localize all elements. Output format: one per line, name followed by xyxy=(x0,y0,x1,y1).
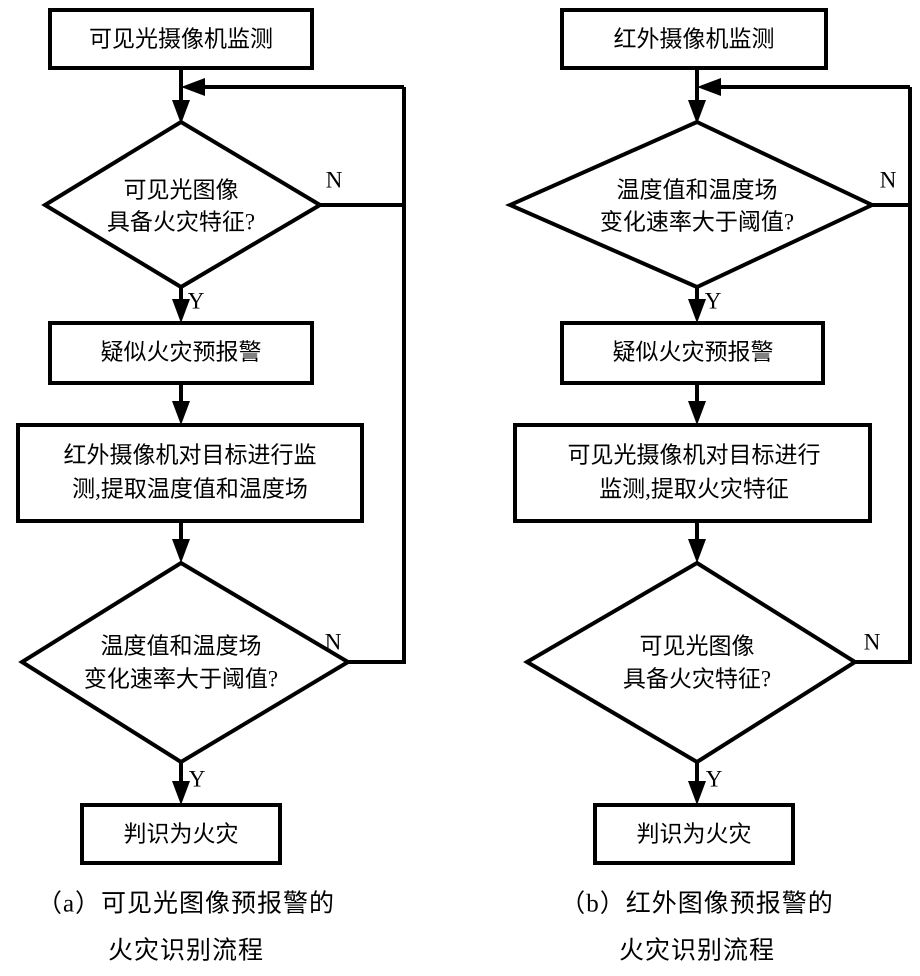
node-b-alarm-label: 疑似火灾预报警 xyxy=(613,339,774,364)
edge-a-extract-to-dec2 xyxy=(172,521,190,563)
node-b-decision-1[interactable]: 温度值和温度场 变化速率大于阈值? xyxy=(505,119,877,290)
node-b-end-label: 判识为火灾 xyxy=(637,821,752,846)
arrowhead-icon xyxy=(172,539,190,563)
arrowhead-icon xyxy=(688,100,706,124)
arrowhead-icon xyxy=(688,781,706,805)
branch-label-b-dec2-yes: Y xyxy=(706,766,723,791)
edge-a-feedback-return xyxy=(181,78,406,662)
branch-label-b-dec2-no: N xyxy=(864,629,881,654)
node-a-extract[interactable]: 红外摄像机对目标进行监 测,提取温度值和温度场 xyxy=(16,423,364,523)
edge-b-dec2-to-end xyxy=(688,762,706,805)
node-b-decision-1-label-line2: 变化速率大于阈值? xyxy=(600,209,794,234)
arrowhead-icon xyxy=(688,401,706,425)
node-a-extract-label-line1: 红外摄像机对目标进行监 xyxy=(64,442,317,467)
arrowhead-icon xyxy=(181,78,205,96)
caption-a-line2: 火灾识别流程 xyxy=(108,937,264,965)
node-b-decision-2[interactable]: 可见光图像 具备火灾特征? xyxy=(523,560,859,765)
node-a-decision-1-label-line1: 可见光图像 xyxy=(124,177,239,202)
node-a-decision-2-label-line1: 温度值和温度场 xyxy=(101,633,262,658)
edge-b-dec1-to-alarm xyxy=(688,287,706,323)
arrowhead-icon xyxy=(688,539,706,563)
caption-a-line1: （a）可见光图像预报警的 xyxy=(37,890,335,918)
node-b-alarm[interactable]: 疑似火灾预报警 xyxy=(560,321,825,385)
arrowhead-icon xyxy=(688,299,706,323)
node-a-end[interactable]: 判识为火灾 xyxy=(80,803,282,865)
panel-a: 可见光摄像机监测 可见光图像 具备火灾特征? 疑似火灾预报警 红外摄像机对目标进… xyxy=(16,8,406,965)
branch-label-a-dec2-no: N xyxy=(325,629,342,654)
branch-label-b-dec1-yes: Y xyxy=(705,288,722,313)
node-a-start-label: 可见光摄像机监测 xyxy=(89,26,273,51)
node-a-extract-label-line2: 测,提取温度值和温度场 xyxy=(72,476,308,501)
arrowhead-icon xyxy=(172,100,190,124)
edge-b-feedback-return xyxy=(697,78,912,662)
caption-b-line2: 火灾识别流程 xyxy=(619,937,775,965)
edge-a-start-to-dec1 xyxy=(172,68,190,124)
branch-label-a-dec1-yes: Y xyxy=(188,288,205,313)
node-a-alarm-label: 疑似火灾预报警 xyxy=(101,339,262,364)
edge-b-start-to-dec1 xyxy=(688,68,706,124)
arrowhead-icon xyxy=(697,78,721,96)
edge-b-alarm-to-extract xyxy=(688,383,706,425)
branch-label-a-dec1-no: N xyxy=(326,167,343,192)
node-b-extract-label-line1: 可见光摄像机对目标进行 xyxy=(568,442,821,467)
arrowhead-icon xyxy=(172,299,190,323)
node-b-extract-label-line2: 监测,提取火灾特征 xyxy=(599,476,789,501)
arrowhead-icon xyxy=(172,781,190,805)
arrowhead-icon xyxy=(172,401,190,425)
node-b-decision-2-label-line2: 具备火灾特征? xyxy=(623,666,771,691)
node-a-start[interactable]: 可见光摄像机监测 xyxy=(48,8,314,70)
caption-b-line1: （b）红外图像预报警的 xyxy=(560,890,834,918)
node-b-start-label: 红外摄像机监测 xyxy=(614,26,775,51)
node-a-decision-1-label-line2: 具备火灾特征? xyxy=(107,209,255,234)
node-a-end-label: 判识为火灾 xyxy=(124,821,239,846)
edge-a-dec2-to-end xyxy=(172,762,190,805)
node-b-start[interactable]: 红外摄像机监测 xyxy=(560,8,828,70)
panel-b: 红外摄像机监测 温度值和温度场 变化速率大于阈值? 疑似火灾预报警 可见光摄像机… xyxy=(505,8,912,965)
edge-b-extract-to-dec2 xyxy=(688,521,706,563)
node-b-decision-2-label-line1: 可见光图像 xyxy=(640,633,755,658)
node-a-decision-2-label-line2: 变化速率大于阈值? xyxy=(84,666,278,691)
node-a-alarm[interactable]: 疑似火灾预报警 xyxy=(48,321,314,385)
branch-label-a-dec2-yes: Y xyxy=(189,766,206,791)
edge-a-dec1-to-alarm xyxy=(172,287,190,323)
node-b-end[interactable]: 判识为火灾 xyxy=(593,803,795,865)
node-a-decision-1[interactable]: 可见光图像 具备火灾特征? xyxy=(41,119,324,290)
node-b-decision-1-label-line1: 温度值和温度场 xyxy=(617,177,778,202)
branch-label-b-dec1-no: N xyxy=(880,167,897,192)
node-b-extract[interactable]: 可见光摄像机对目标进行 监测,提取火灾特征 xyxy=(513,423,872,523)
edge-a-alarm-to-extract xyxy=(172,383,190,425)
node-a-decision-2[interactable]: 温度值和温度场 变化速率大于阈值? xyxy=(18,560,352,765)
